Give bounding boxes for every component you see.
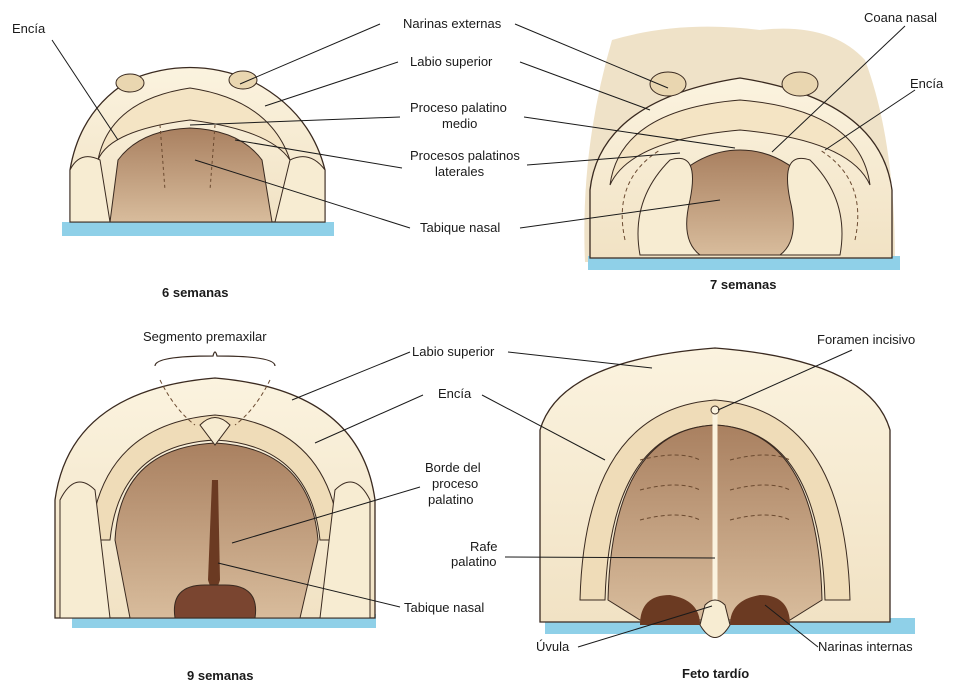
caption-9-semanas: 9 semanas <box>187 668 254 683</box>
label-encia-bottom: Encía <box>438 386 472 401</box>
nostril-right <box>782 72 818 96</box>
blue-shadow <box>62 222 334 236</box>
label-tabique-nasal-bottom: Tabique nasal <box>404 600 484 615</box>
caption-feto-tardio: Feto tardío <box>682 666 749 681</box>
nasal-opening <box>174 585 255 618</box>
panel-feto-tardio <box>540 348 915 638</box>
label-labio-superior-bottom: Labio superior <box>412 344 495 359</box>
label-rafe-2: palatino <box>451 554 497 569</box>
panel-7-semanas <box>584 27 900 270</box>
label-borde-2: proceso <box>432 476 478 491</box>
label-borde-3: palatino <box>428 492 474 507</box>
nostril-left <box>116 74 144 92</box>
label-labio-superior-top: Labio superior <box>410 54 493 69</box>
label-borde-1: Borde del <box>425 460 481 475</box>
panel-9-semanas <box>55 352 376 628</box>
label-encia-p1: Encía <box>12 21 46 36</box>
premaxilla-brace <box>155 352 275 366</box>
label-procesos-laterales-1: Procesos palatinos <box>410 148 520 163</box>
label-segmento-premaxilar: Segmento premaxilar <box>143 329 267 344</box>
leader-labio-bottom-left <box>292 352 410 400</box>
panel-6-semanas <box>62 68 334 237</box>
label-narinas-internas: Narinas internas <box>818 639 913 654</box>
label-proceso-palatino-medio-1: Proceso palatino <box>410 100 507 115</box>
caption-7-semanas: 7 semanas <box>710 277 777 292</box>
nostril-right <box>229 71 257 89</box>
leader-labio-left <box>265 62 398 106</box>
label-uvula: Úvula <box>536 639 570 654</box>
label-foramen-incisivo: Foramen incisivo <box>817 332 915 347</box>
nostril-left <box>650 72 686 96</box>
label-rafe-1: Rafe <box>470 539 497 554</box>
label-encia-p2: Encía <box>910 76 944 91</box>
label-tabique-nasal-top: Tabique nasal <box>420 220 500 235</box>
label-procesos-laterales-2: laterales <box>435 164 485 179</box>
label-coana-nasal: Coana nasal <box>864 10 937 25</box>
leader-labio-bottom-right <box>508 352 652 368</box>
label-narinas-externas: Narinas externas <box>403 16 502 31</box>
incisive-foramen <box>711 406 719 414</box>
caption-6-semanas: 6 semanas <box>162 285 229 300</box>
uvula <box>700 600 730 638</box>
label-proceso-palatino-medio-2: medio <box>442 116 477 131</box>
